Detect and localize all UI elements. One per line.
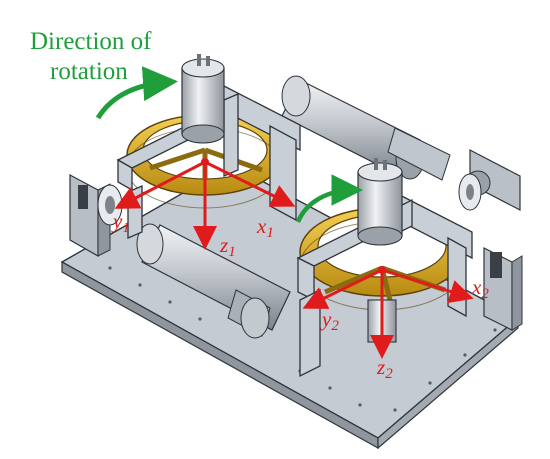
axis-x2 — [381, 268, 474, 304]
label-x2: x2 — [472, 275, 489, 302]
label-z2: z2 — [377, 355, 393, 382]
right-bearing-stand — [483, 247, 523, 331]
rotation-arrow-1 — [95, 66, 178, 120]
bevel-gear-rear — [458, 173, 482, 211]
label-z1: z1 — [220, 233, 236, 260]
coordinate-frame-2 — [302, 266, 474, 359]
vertical-motor-1 — [181, 54, 225, 144]
label-x1: x1 — [257, 214, 274, 241]
coordinate-frame-1 — [114, 158, 296, 250]
rotation-arrow-2 — [295, 174, 363, 223]
axis-x1 — [204, 160, 296, 207]
rear-drive-motor — [281, 75, 451, 181]
axis-y1 — [114, 160, 206, 209]
axis-y2 — [302, 268, 383, 309]
direction-label-line2: rotation — [50, 58, 128, 85]
direction-label-line1: Direction of — [30, 28, 152, 55]
front-drive-motor — [136, 223, 291, 339]
label-y2: y2 — [322, 307, 339, 334]
label-y1: y1 — [113, 209, 130, 236]
